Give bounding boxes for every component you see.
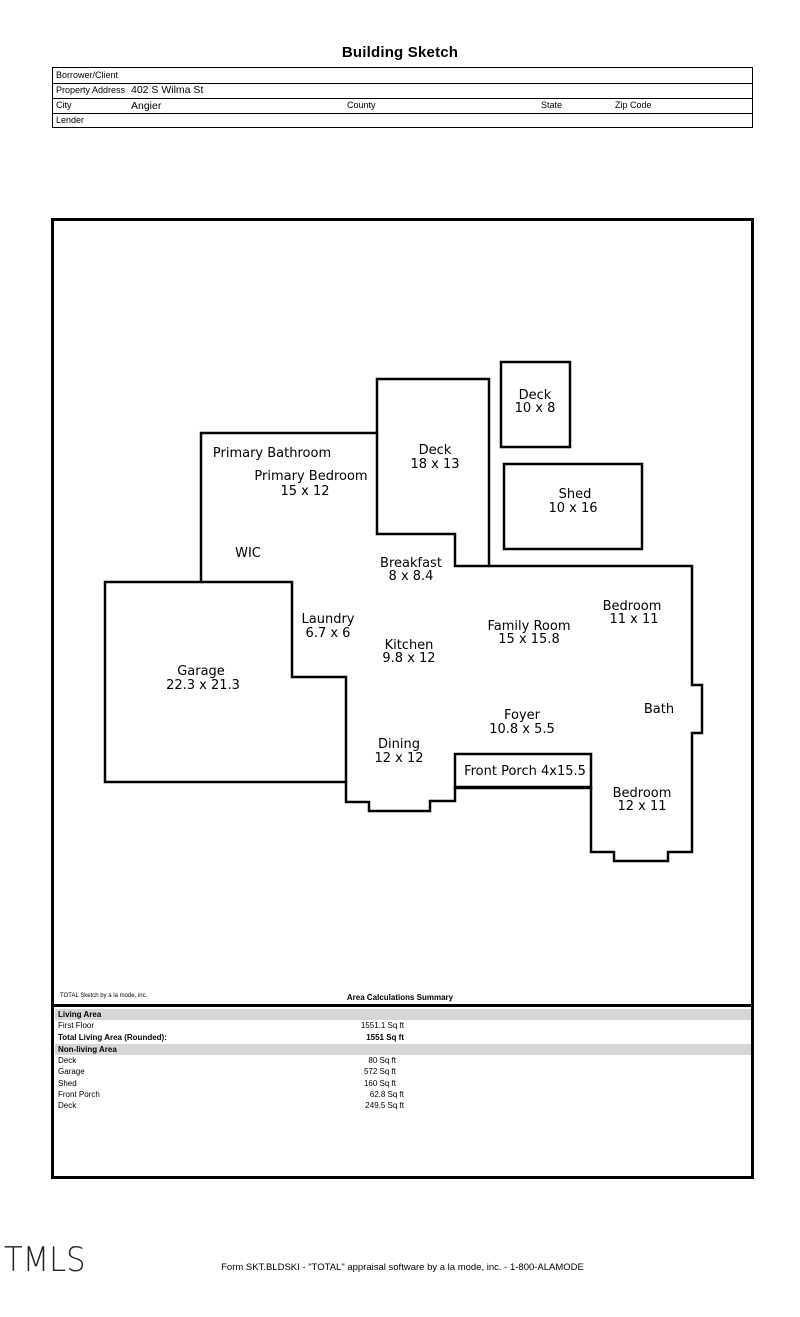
property-row: Property Address 402 S Wilma St xyxy=(53,83,752,99)
kitchen-dims: 9.8 x 12 xyxy=(382,651,435,666)
garage-dims: 22.3 x 21.3 xyxy=(166,678,240,693)
living-area-header: Living Area xyxy=(55,1009,751,1020)
dining-dims: 12 x 12 xyxy=(374,751,423,766)
front-porch-name: Front Porch 4x15.5 xyxy=(464,764,586,779)
summary-title: Area Calculations Summary xyxy=(346,993,454,1002)
property-header: Borrower/Client Property Address 402 S W… xyxy=(52,67,753,128)
page-title: Building Sketch xyxy=(341,44,459,61)
sketch-frame xyxy=(51,218,754,1179)
bedroom1-dims: 11 x 11 xyxy=(609,612,658,627)
nonliving-row-label: Front Porch xyxy=(58,1090,100,1099)
nonliving-row: Deck 80 Sq ft xyxy=(58,1056,408,1067)
nonliving-row: Shed 160 Sq ft xyxy=(58,1079,408,1090)
property-label: Property Address xyxy=(56,85,126,95)
foyer-name: Foyer xyxy=(504,708,541,723)
lender-row: Lender xyxy=(53,113,752,128)
deck-small-dims: 10 x 8 xyxy=(515,401,556,416)
bedroom2-dims: 12 x 11 xyxy=(617,799,666,814)
tmls-logo: TMLS xyxy=(4,1240,86,1280)
nonliving-row-value: 80 Sq ft xyxy=(368,1056,396,1065)
foyer-dims: 10.8 x 5.5 xyxy=(489,722,555,737)
total-living-label: Total Living Area (Rounded): xyxy=(58,1033,167,1042)
city-label: City xyxy=(56,100,72,110)
shed-outline xyxy=(502,462,644,551)
form-footer: Form SKT.BLDSKI - "TOTAL" appraisal soft… xyxy=(0,1262,800,1273)
primary-bedroom-name: Primary Bedroom xyxy=(254,469,367,484)
garage-name: Garage xyxy=(177,664,225,679)
nonliving-row-value: 160 Sq ft xyxy=(363,1079,396,1088)
deck-large-name: Deck xyxy=(419,443,452,458)
nonliving-row-label: Deck xyxy=(58,1101,77,1110)
nonliving-row-label: Shed xyxy=(58,1079,77,1088)
nonliving-row-label: Garage xyxy=(58,1067,85,1076)
summary-divider xyxy=(52,1004,752,1007)
bath-name: Bath xyxy=(644,702,674,717)
county-label: County xyxy=(347,100,376,110)
total-living-row: Total Living Area (Rounded): 1551 Sq ft xyxy=(58,1033,408,1044)
footer-text: Form SKT.BLDSKI - "TOTAL" appraisal soft… xyxy=(221,1262,584,1273)
deck-small-name: Deck xyxy=(519,388,552,403)
living-row-label: First Floor xyxy=(58,1021,94,1030)
family-room-dims: 15 x 15.8 xyxy=(498,632,559,647)
shed-dims: 10 x 16 xyxy=(548,501,597,516)
front-porch-outline xyxy=(453,752,593,790)
nonliving-row: Deck 249.5 Sq ft xyxy=(58,1101,408,1112)
bedroom2-name: Bedroom xyxy=(613,786,672,801)
nonliving-area-header: Non-living Area xyxy=(55,1044,751,1055)
nonliving-row-value: 249.5 Sq ft xyxy=(365,1101,404,1110)
primary-bathroom-name: Primary Bathroom xyxy=(213,446,331,461)
nonliving-row-label: Deck xyxy=(58,1056,77,1065)
property-value: 402 S Wilma St xyxy=(131,84,204,96)
total-living-value: 1551 Sq ft xyxy=(366,1033,404,1042)
living-row: First Floor 1551.1 Sq ft xyxy=(58,1021,408,1032)
sketch-credit: TOTAL Sketch by a la mode, inc. xyxy=(60,993,148,999)
deck-inner-wall xyxy=(375,433,489,568)
city-value: Angier xyxy=(131,100,162,112)
living-row-value: 1551.1 Sq ft xyxy=(360,1021,404,1030)
deck-small-outline xyxy=(499,360,572,449)
main-house-outline xyxy=(103,377,704,863)
primary-bedroom-dims: 15 x 12 xyxy=(280,484,329,499)
borrower-label: Borrower/Client xyxy=(56,70,119,80)
state-label: State xyxy=(541,100,563,110)
nonliving-row: Front Porch 62.8 Sq ft xyxy=(58,1090,408,1101)
city-row: City Angier County State Zip Code xyxy=(53,98,752,114)
shed-name: Shed xyxy=(559,487,592,502)
kitchen-name: Kitchen xyxy=(385,638,434,653)
dining-name: Dining xyxy=(378,737,420,752)
laundry-wall xyxy=(201,580,348,782)
bedroom1-name: Bedroom xyxy=(603,599,662,614)
laundry-name: Laundry xyxy=(302,612,355,627)
breakfast-dims: 8 x 8.4 xyxy=(389,569,434,584)
borrower-row: Borrower/Client xyxy=(53,68,752,84)
deck-large-dims: 18 x 13 xyxy=(410,457,459,472)
zip-label: Zip Code xyxy=(615,100,652,110)
nonliving-row: Garage 572 Sq ft xyxy=(58,1067,408,1078)
nonliving-row-value: 572 Sq ft xyxy=(363,1067,396,1076)
nonliving-area-label: Non-living Area xyxy=(58,1045,117,1054)
living-area-label: Living Area xyxy=(58,1010,102,1019)
lender-label: Lender xyxy=(56,115,85,125)
nonliving-row-value: 62.8 Sq ft xyxy=(369,1090,404,1099)
laundry-dims: 6.7 x 6 xyxy=(306,626,351,641)
wic-name: WIC xyxy=(235,546,261,561)
breakfast-name: Breakfast xyxy=(380,556,442,571)
family-room-name: Family Room xyxy=(488,619,571,634)
